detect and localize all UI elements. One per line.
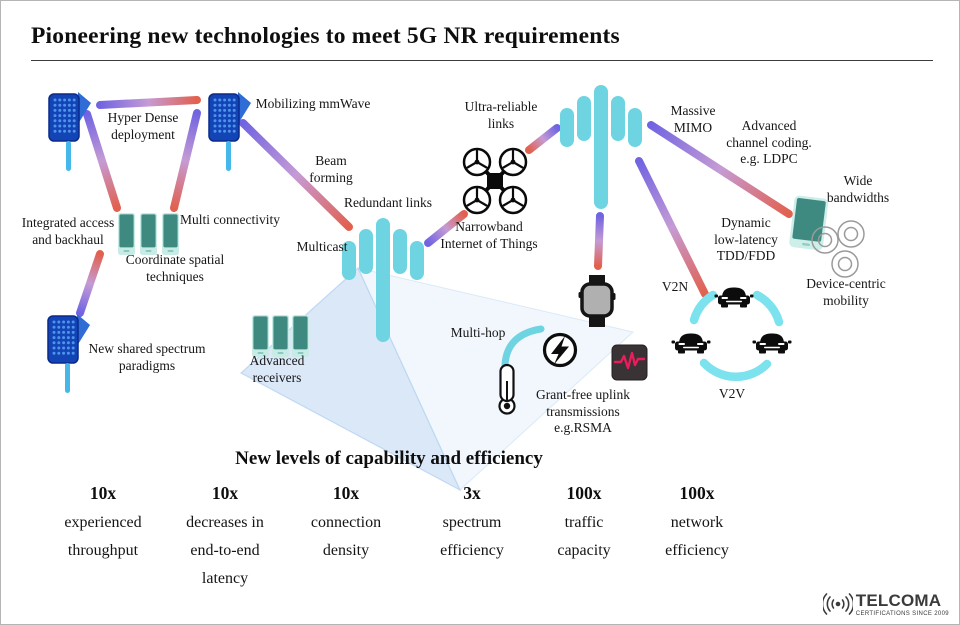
label-integrated-access: Integrated access and backhaul [21,215,115,247]
label-redundant-links: Redundant links [343,195,433,210]
logo-name: TELCOMA [855,590,942,610]
link-antenna1-phones [83,110,121,212]
label-advanced-channel-coding: Advanced channel coding. e.g. LDPC [726,118,812,167]
label-massive-mimo: Massive MIMO [670,103,716,135]
signal-icon [822,593,853,615]
phone-trio-icon-1 [118,213,179,255]
antenna-icon-1 [48,91,92,172]
antenna-icon-3 [47,313,91,394]
link-maintower-drone [525,124,561,154]
label-grant-free-uplink: Grant-free uplink transmissions e.g.RSMA [535,387,631,436]
link-maintower-smartphone [647,121,793,218]
telcoma-logo: TELCOMA CERTIFICATIONS SINCE 2009 [822,590,949,617]
phone-trio-icon-2 [252,315,309,357]
stat-factor: 100x [566,483,602,503]
link-maintower-v2n [635,157,709,298]
link-maintower-watch [594,212,604,270]
stat-connection-density: 10x connection density [311,483,381,565]
car-icon-top [714,287,754,308]
label-coordinate-spatial: Coordinate spatial techniques [125,252,225,284]
watch-icon [578,275,616,327]
label-narrowband-iot: Narrowband Internet of Things [440,219,538,251]
stat-desc: network efficiency [665,514,729,559]
antenna-icon-2 [208,91,252,172]
label-multicast: Multicast [296,239,348,254]
label-wide-bandwidths: Wide bandwidths [826,173,890,205]
stat-factor: 3x [463,483,481,503]
stat-network-efficiency: 100x network efficiency [665,483,729,565]
label-multi-hop: Multi-hop [450,325,506,340]
stat-desc: decreases in end-to-end latency [186,514,264,587]
logo-tagline: CERTIFICATIONS SINCE 2009 [855,610,949,617]
title-divider [31,60,933,61]
link-antenna2-phones [170,109,201,212]
connection-lines [76,96,793,317]
stat-desc: connection density [310,514,382,559]
lightning-icon [542,332,578,368]
label-ultra-reliable-links: Ultra-reliable links [464,99,538,131]
stat-factor: 10x [211,483,239,503]
label-advanced-receivers: Advanced receivers [249,353,305,385]
label-device-centric-mobility: Device-centric mobility [806,276,886,308]
stat-factor: 10x [332,483,360,503]
link-antenna2-tower [239,119,353,231]
stat-traffic-capacity: 100x traffic capacity [557,483,610,565]
stat-desc: experienced throughput [64,514,142,559]
label-v2v: V2V [718,386,746,401]
stat-end-to-end-latency: 10x decreases in end-to-end latency [186,483,264,593]
drone-icon [462,147,528,215]
link-tower-drone [424,210,468,247]
stat-spectrum-efficiency: 3x spectrum efficiency [440,483,504,565]
page-title: Pioneering new technologies to meet 5G N… [31,23,620,49]
capability-heading: New levels of capability and efficiency [235,448,543,469]
thermometer-icon [498,363,516,415]
label-multi-connectivity: Multi connectivity [179,212,281,227]
label-mobilizing-mmwave: Mobilizing mmWave [255,96,371,111]
stat-experienced-throughput: 10x experienced throughput [64,483,141,565]
heartbeat-icon [611,344,648,381]
stat-factor: 100x [679,483,715,503]
smartphone-icon [789,195,829,251]
stat-desc: traffic capacity [557,514,611,559]
car-icon-right [752,333,792,354]
stat-desc: spectrum efficiency [440,514,504,559]
label-beam-forming: Beam forming [309,153,353,185]
link-antenna1-antenna2 [96,96,201,109]
label-v2n: V2N [661,279,689,294]
link-phones-antenna3 [76,250,104,317]
label-new-shared-spectrum: New shared spectrum paradigms [88,341,206,373]
label-hyper-dense-deployment: Hyper Dense deployment [107,110,179,142]
tower-icon-main [560,85,642,209]
label-dynamic-tdd-fdd: Dynamic low-latency TDD/FDD [714,215,778,264]
car-icon-left [671,333,711,354]
stat-factor: 10x [89,483,117,503]
v2v-ring [671,287,792,381]
